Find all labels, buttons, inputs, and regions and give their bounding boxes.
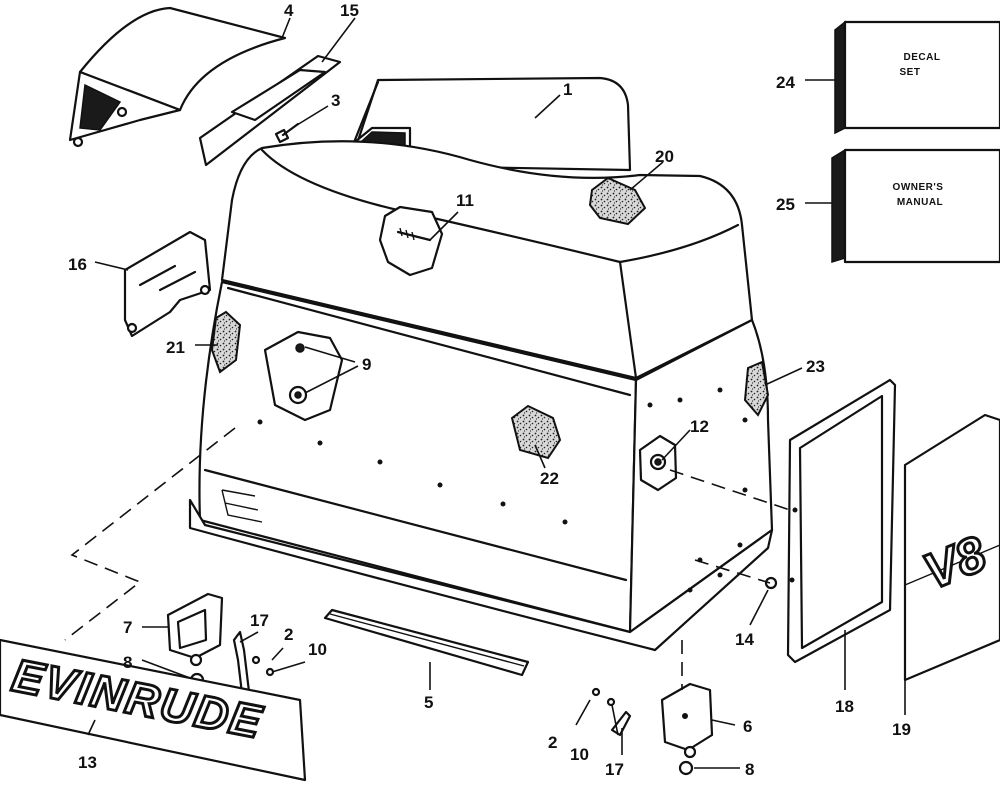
- callout-12: 12: [690, 417, 709, 436]
- callout-18: 18: [835, 697, 854, 716]
- owners-manual-line2: MANUAL: [897, 197, 943, 208]
- callout-8-left: 8: [123, 653, 132, 672]
- callout-labels: 1 2 2 3 4 5 6 7 8 8 9 10 10 11 12 13 14 …: [68, 1, 911, 779]
- foam-pad-left: [210, 310, 242, 374]
- decal-set-line1: DECAL: [904, 52, 941, 63]
- callout-3: 3: [331, 91, 340, 110]
- callout-23: 23: [806, 357, 825, 376]
- callout-5: 5: [424, 693, 433, 712]
- foam-pad-front: [510, 404, 562, 460]
- callout-24: 24: [776, 73, 795, 92]
- latch-left: [166, 592, 224, 667]
- callout-11: 11: [456, 191, 474, 210]
- v8-decal: V8: [903, 413, 1000, 682]
- owners-manual-box: OWNER'S MANUAL: [831, 148, 1000, 264]
- callout-4: 4: [284, 1, 294, 20]
- foam-pad-right: [743, 360, 770, 417]
- seal-strip: [323, 608, 530, 677]
- decal-set-box: DECAL SET: [834, 20, 1000, 135]
- callout-7: 7: [123, 618, 132, 637]
- callout-14: 14: [735, 630, 754, 649]
- intake-grill: [198, 54, 342, 167]
- callout-6: 6: [743, 717, 752, 736]
- callout-1: 1: [563, 80, 572, 99]
- latch-right: [660, 682, 714, 759]
- callout-9: 9: [362, 355, 371, 374]
- air-intake-cover: [68, 6, 287, 148]
- callout-25: 25: [776, 195, 795, 214]
- callout-16: 16: [68, 255, 87, 274]
- callout-17-left: 17: [250, 611, 269, 630]
- owners-manual-line1: OWNER'S: [893, 182, 944, 193]
- callout-10-left: 10: [308, 640, 327, 659]
- callout-15: 15: [340, 1, 359, 20]
- mounting-bracket: [123, 230, 212, 338]
- leader-lines: [87, 17, 906, 769]
- screw: [274, 122, 300, 144]
- callout-19: 19: [892, 720, 911, 739]
- bolt-plate: [378, 205, 444, 277]
- callout-17-right: 17: [605, 760, 624, 779]
- seal-plate: [263, 330, 344, 422]
- decal-set-line2: SET: [900, 67, 921, 78]
- callout-20: 20: [655, 147, 674, 166]
- callout-21: 21: [166, 338, 185, 357]
- callout-2-right: 2: [548, 733, 557, 752]
- callout-8-right: 8: [745, 760, 754, 779]
- side-panel: [786, 378, 897, 664]
- grommet-plate: [638, 434, 678, 492]
- callout-13: 13: [78, 753, 97, 772]
- callout-10-right: 10: [570, 745, 589, 764]
- callout-2-left: 2: [284, 625, 293, 644]
- callout-22: 22: [540, 469, 559, 488]
- assembly-lines: [64, 427, 791, 690]
